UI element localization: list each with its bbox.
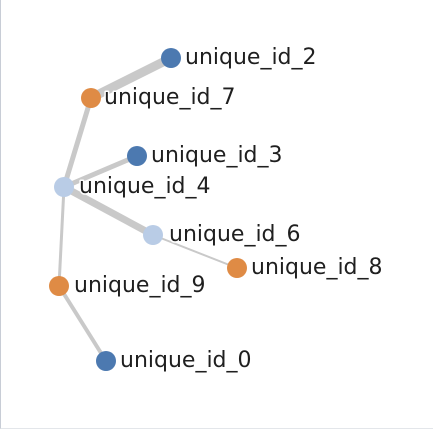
node-label: unique_id_6 (169, 222, 301, 247)
node-unique_id_8[interactable]: unique_id_8 (227, 254, 384, 282)
node-label: unique_id_3 (151, 143, 283, 168)
nodes-layer: unique_id_2 unique_id_7 unique_id_3 unique_… (49, 44, 384, 375)
node-unique_id_6[interactable]: unique_id_6 (143, 221, 302, 249)
node-label: unique_id_7 (104, 85, 236, 110)
node-circle[interactable] (127, 146, 147, 166)
node-circle[interactable] (96, 351, 116, 371)
node-circle[interactable] (81, 88, 101, 108)
edge-unique_id_6-unique_id_8 (152, 234, 238, 269)
node-circle[interactable] (227, 258, 247, 278)
edge-unique_id_9-unique_id_0 (57, 284, 108, 363)
edge-unique_id_4-unique_id_6 (60, 183, 157, 239)
node-label: unique_id_9 (74, 273, 206, 298)
edge-unique_id_4-unique_id_9 (57, 185, 66, 288)
edge-unique_id_7-unique_id_4 (61, 95, 94, 190)
node-circle[interactable] (54, 177, 74, 197)
node-unique_id_7[interactable]: unique_id_7 (81, 84, 237, 112)
node-label: unique_id_8 (251, 255, 383, 280)
edges-layer (57, 53, 238, 363)
node-circle[interactable] (49, 276, 69, 296)
node-unique_id_2[interactable]: unique_id_2 (161, 44, 318, 72)
node-circle[interactable] (161, 48, 181, 68)
edge-unique_id_4-unique_id_3 (61, 153, 140, 190)
node-unique_id_9[interactable]: unique_id_9 (49, 272, 207, 300)
node-label: unique_id_0 (120, 348, 252, 373)
node-circle[interactable] (143, 225, 163, 245)
node-unique_id_0[interactable]: unique_id_0 (96, 347, 253, 375)
node-unique_id_4[interactable]: unique_id_4 (54, 173, 212, 201)
node-unique_id_3[interactable]: unique_id_3 (127, 142, 284, 170)
node-label: unique_id_2 (185, 45, 317, 70)
node-label: unique_id_4 (79, 174, 211, 199)
edge-unique_id_2-unique_id_7 (86, 53, 176, 103)
